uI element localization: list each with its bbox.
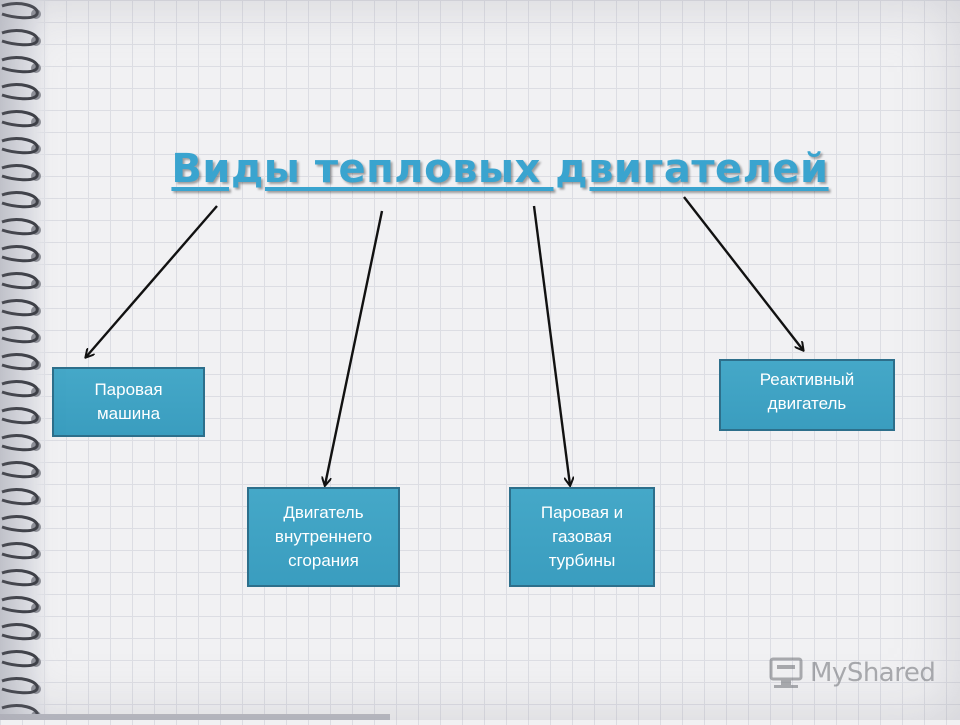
diagram-title: Виды тепловых двигателей <box>171 146 829 192</box>
watermark-text: MyShared <box>810 658 936 688</box>
myshared-logo-icon <box>769 657 803 688</box>
myshared-watermark: MyShared <box>768 657 936 689</box>
box-steam-gas-turbines: Паровая и газовая турбины <box>509 487 655 587</box>
box-internal-combustion-engine: Двигатель внутреннего сгорания <box>247 487 400 587</box>
box-steam-engine: Паровая машина <box>52 367 205 437</box>
arrow-to-jet-engine <box>683 196 803 350</box>
arrow-to-internal-combustion <box>325 210 384 485</box>
arrow-to-steam-engine <box>86 205 218 357</box>
page-bottom-edge <box>0 714 390 720</box>
box-jet-engine: Реактивный двигатель <box>719 359 895 431</box>
arrow-to-turbines <box>532 205 570 485</box>
